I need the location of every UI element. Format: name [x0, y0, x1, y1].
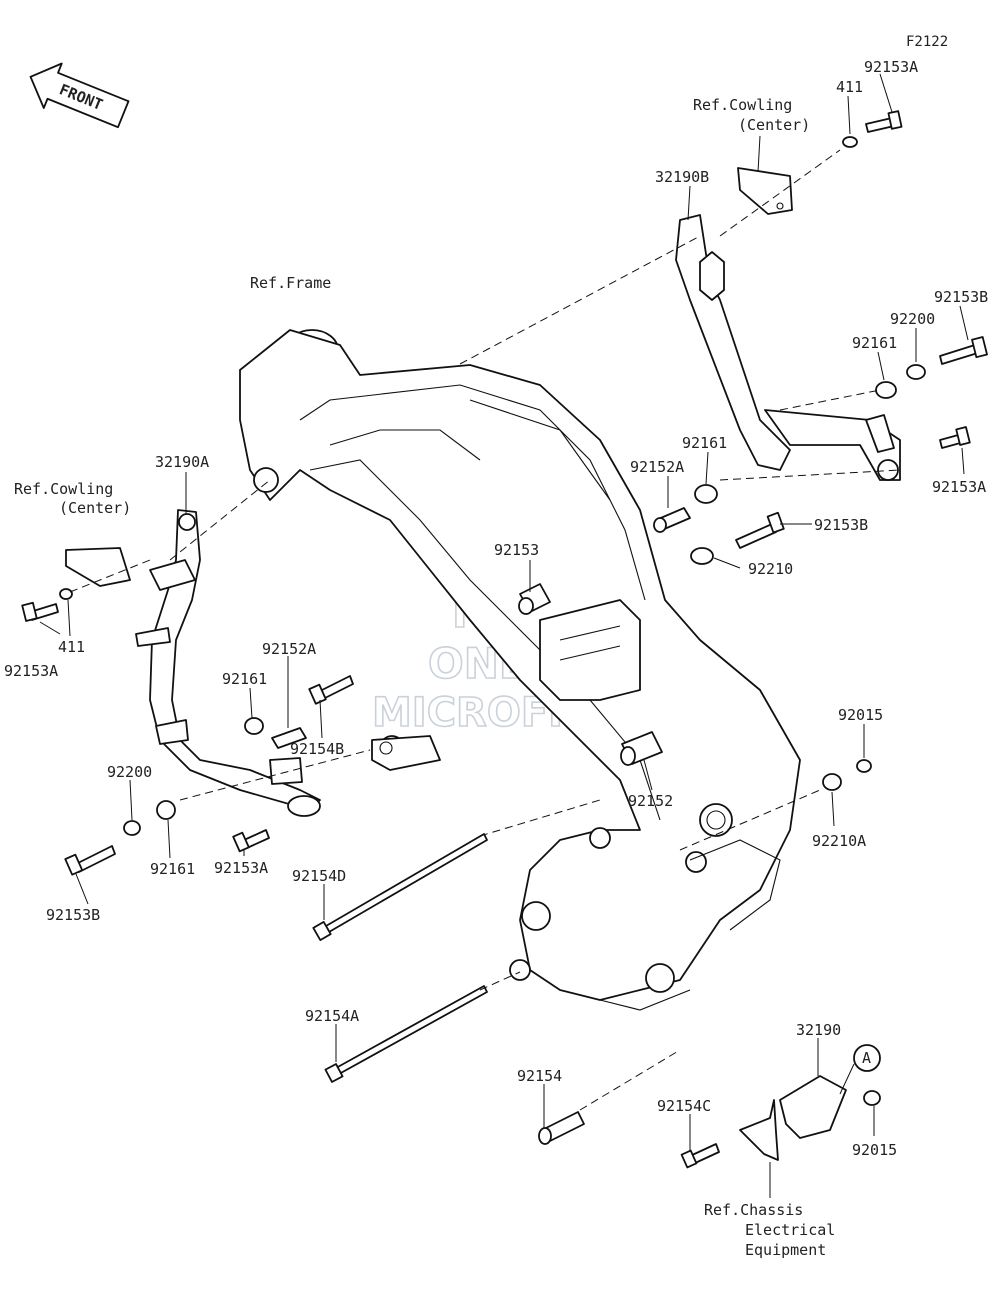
part-label[interactable]: 32190A	[155, 453, 209, 471]
ref-cowling-left-line-2: (Center)	[59, 499, 131, 517]
frame-drawing	[65, 167, 901, 1011]
part-label[interactable]: 92154B	[290, 740, 344, 758]
part-label[interactable]: 92210A	[812, 832, 866, 850]
ref-chassis-line-1: Ref.Chassis	[704, 1201, 803, 1219]
part-label[interactable]: 92154D	[292, 867, 346, 885]
ref-chassis-line-2: Electrical	[745, 1221, 835, 1239]
callout-marker-label: A	[862, 1049, 871, 1067]
ref-cowling-left-line-1: Ref.Cowling	[14, 480, 113, 498]
callout-circle-a	[853, 1044, 881, 1072]
part-label[interactable]: 92153A	[932, 478, 986, 496]
leader-lines	[39, 73, 969, 1198]
part-label[interactable]: 92154A	[305, 1007, 359, 1025]
ref-frame-label: Ref.Frame	[250, 274, 331, 292]
part-label[interactable]: 92152A	[262, 640, 316, 658]
part-label[interactable]: 92161	[150, 860, 195, 878]
part-label[interactable]: 92152A	[630, 458, 684, 476]
part-label[interactable]: 92154C	[657, 1097, 711, 1115]
part-label[interactable]: 92210	[748, 560, 793, 578]
reference-labels: Ref.Frame Ref.Cowling (Center) Ref.Cowli…	[14, 96, 871, 1259]
front-arrow: FRONT	[29, 62, 130, 129]
part-label[interactable]: 32190	[796, 1021, 841, 1039]
part-label[interactable]: 92153	[494, 541, 539, 559]
part-label[interactable]: 92200	[890, 310, 935, 328]
part-label[interactable]: 92154	[517, 1067, 562, 1085]
part-label[interactable]: 32190B	[655, 168, 709, 186]
ref-cowling-right-line-2: (Center)	[738, 116, 810, 134]
part-label[interactable]: 92015	[838, 706, 883, 724]
part-label[interactable]: 92015	[852, 1141, 897, 1159]
part-label[interactable]: 92161	[852, 334, 897, 352]
part-label[interactable]: 92153A	[214, 859, 268, 877]
part-label[interactable]: 92153A	[864, 58, 918, 76]
part-labels: 92153A 411 32190B 92153B 92200 92161 921…	[4, 58, 988, 1159]
part-label[interactable]: 92161	[682, 434, 727, 452]
part-label[interactable]: 411	[836, 78, 863, 96]
part-label[interactable]: 92153B	[934, 288, 988, 306]
figure-code: F2122	[906, 34, 948, 50]
part-label[interactable]: 92200	[107, 763, 152, 781]
part-label[interactable]: 92153A	[4, 662, 58, 680]
ref-cowling-right-line-1: Ref.Cowling	[693, 96, 792, 114]
part-label[interactable]: 411	[58, 638, 85, 656]
hardware	[21, 110, 988, 1169]
ref-chassis-line-3: Equipment	[745, 1241, 826, 1259]
part-label[interactable]: 92152	[628, 792, 673, 810]
part-label[interactable]: 92161	[222, 670, 267, 688]
part-label[interactable]: 92153B	[814, 516, 868, 534]
part-label[interactable]: 92153B	[46, 906, 100, 924]
